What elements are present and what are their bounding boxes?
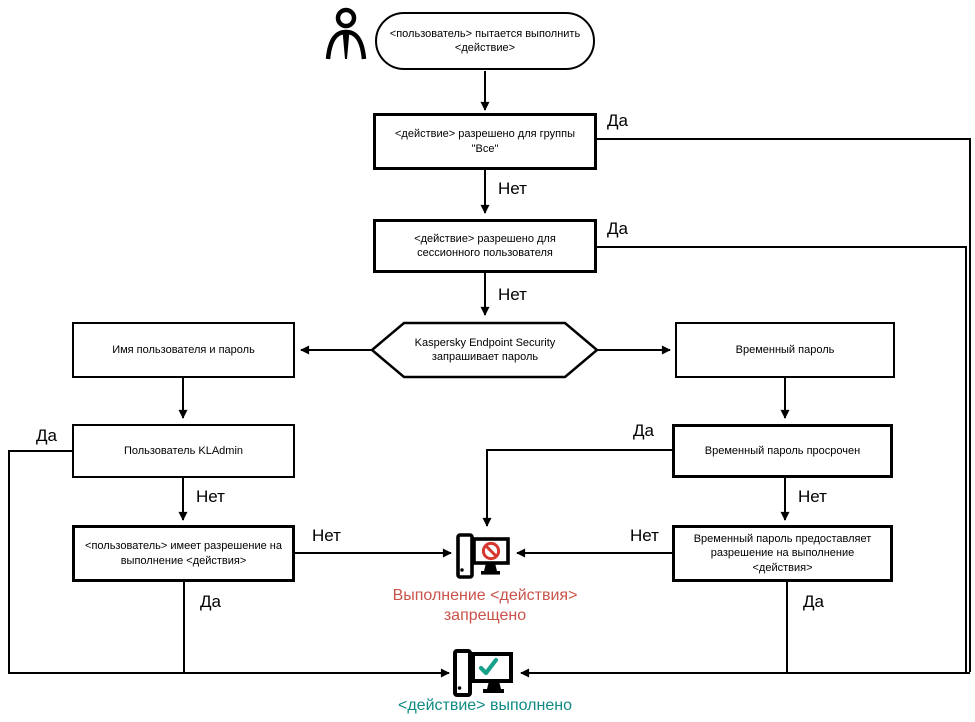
label-no-check2: Нет [496, 285, 529, 305]
node-start: <пользователь> пытается выполнить <дейст… [375, 12, 595, 70]
label-yes-left3: Да [198, 592, 223, 612]
node-check-group-all-label: <действие> разрешено для группы "Все" [395, 128, 575, 155]
node-check-session-user-label: <действие> разрешено для сессионного пол… [414, 232, 556, 259]
label-yes-kladmin: Да [34, 426, 59, 446]
node-username-password-label: Имя пользователя и пароль [112, 343, 255, 356]
label-yes-check1: Да [605, 111, 630, 131]
node-username-password: Имя пользователя и пароль [72, 322, 295, 378]
label-yes-expired: Да [631, 421, 656, 441]
computer-prohibited-icon [456, 533, 510, 579]
node-user-has-permission-label: <пользователь> имеет разрешение на выпол… [85, 540, 282, 567]
label-no-check1: Нет [496, 179, 529, 199]
label-yes-right3: Да [801, 592, 826, 612]
denied-result-line2: запрещено [443, 607, 527, 624]
done-result-text: <действие> выполнено [398, 697, 572, 714]
node-temp-password-expired: Временный пароль просрочен [672, 424, 893, 478]
edge-expired-yes [482, 449, 672, 527]
node-check-session-user: <действие> разрешено для сессионного пол… [373, 219, 597, 273]
edge-kladmin-yes [8, 450, 450, 678]
node-kes-prompt-label: Kaspersky Endpoint Security запрашивает … [414, 336, 556, 363]
denied-result-text: Выполнение <действия> запрещено [378, 586, 592, 626]
label-yes-check2: Да [605, 219, 630, 239]
node-temp-password-expired-label: Временный пароль просрочен [704, 444, 861, 457]
denied-result-line1: Выполнение <действия> [392, 587, 578, 604]
label-no-kladmin: Нет [194, 487, 227, 507]
node-temp-password: Временный пароль [675, 322, 895, 378]
user-actor-icon [325, 7, 367, 60]
node-kladmin-user: Пользователь KLAdmin [72, 424, 295, 478]
node-temp-password-grants-label: Временный пароль предоставляет разрешени… [693, 533, 872, 574]
node-check-group-all: <действие> разрешено для группы "Все" [373, 113, 597, 170]
node-temp-password-label: Временный пароль [735, 343, 835, 356]
computer-check-icon [453, 649, 513, 697]
edge-check1-yes [597, 138, 971, 672]
label-no-right3: Нет [628, 526, 661, 546]
node-kladmin-user-label: Пользователь KLAdmin [123, 444, 244, 457]
label-no-expired: Нет [796, 487, 829, 507]
node-temp-password-grants: Временный пароль предоставляет разрешени… [672, 525, 893, 582]
edge-check2-yes [597, 246, 967, 672]
node-user-has-permission: <пользователь> имеет разрешение на выпол… [72, 525, 295, 582]
kes-hexagon-shape [370, 321, 599, 379]
label-no-left3: Нет [310, 526, 343, 546]
node-start-label: <пользователь> пытается выполнить <дейст… [389, 27, 581, 54]
node-kes-prompt: Kaspersky Endpoint Security запрашивает … [392, 328, 578, 372]
